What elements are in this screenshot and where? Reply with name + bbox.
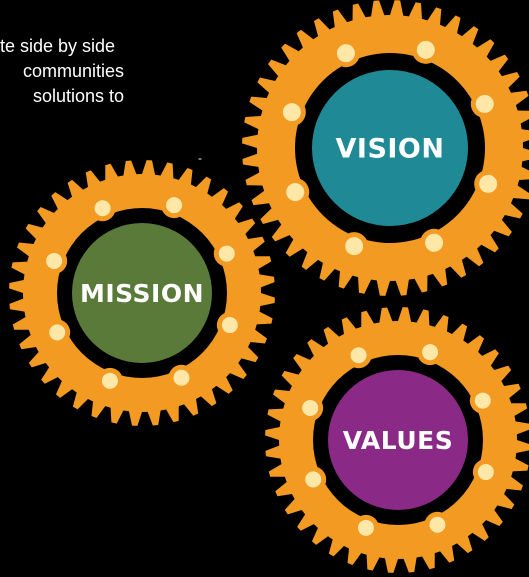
values-gear-dot: [357, 519, 374, 536]
mission-gear-dot: [46, 252, 63, 269]
vision-gear-dot: [475, 94, 494, 113]
values-label: VALUES: [343, 426, 453, 455]
vision-gear-dot: [416, 40, 435, 59]
vision-center-circle: [312, 70, 468, 226]
mission-gear-dot: [49, 324, 66, 341]
intro-text: te side by side communities solutions to: [0, 34, 230, 109]
vision-gear-dot: [479, 174, 498, 193]
mission-gear-dot: [221, 317, 238, 334]
vision-gear: VISION: [242, 0, 529, 296]
mission-gear-dot: [173, 369, 190, 386]
mission-gear-dot: [101, 372, 118, 389]
mission-gear-dot: [166, 197, 183, 214]
values-gear-dot: [429, 516, 446, 533]
intro-text-line-1: te side by side: [0, 36, 116, 56]
values-gear-dot: [474, 392, 491, 409]
mission-gear: MISSION: [9, 160, 275, 426]
values-gear-dot: [422, 344, 439, 361]
values-gear-dot: [305, 471, 322, 488]
intro-text-line-2: communities: [23, 61, 125, 81]
values-gear-dot: [477, 464, 494, 481]
intro-text-line-3: solutions to: [33, 86, 125, 106]
values-center-circle: [328, 370, 468, 510]
vision-gear-dot: [345, 237, 364, 256]
mission-center-circle: [72, 223, 212, 363]
vision-label: VISION: [336, 134, 445, 165]
values-gear: VALUES: [265, 307, 529, 573]
mission-gear-dot: [218, 245, 235, 262]
vision-gear-dot: [286, 183, 305, 202]
vision-gear-dot: [425, 233, 444, 252]
vision-gear-dot: [336, 44, 355, 63]
trailing-dash: -: [198, 151, 202, 165]
mission-gear-dot: [94, 200, 111, 217]
values-gear-dot: [302, 399, 319, 416]
mission-label: MISSION: [80, 279, 204, 308]
values-gear-dot: [350, 347, 367, 364]
vision-gear-dot: [282, 103, 301, 122]
